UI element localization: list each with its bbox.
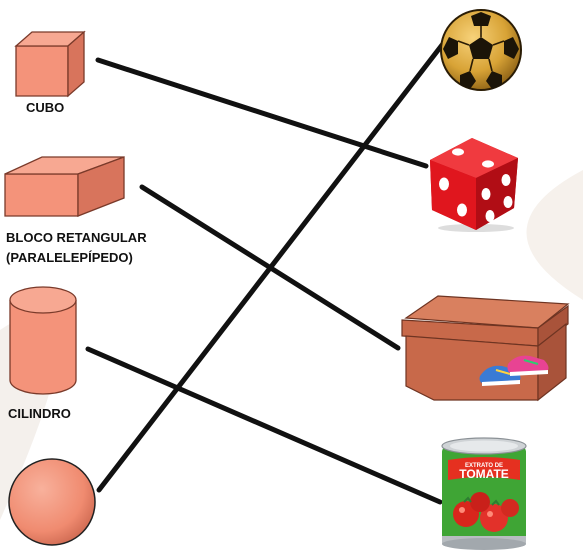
line-cylinder-can (85, 346, 443, 505)
shoe-box-icon (401, 295, 570, 402)
soccer-ball-icon (440, 9, 522, 91)
block-label-line1: BLOCO RETANGULAR (6, 230, 147, 245)
can-banner-small: EXTRATO DE (465, 463, 503, 469)
line-sphere-ball (96, 42, 445, 493)
cylinder-shape (9, 286, 77, 395)
tomatoes-icon (453, 492, 519, 532)
cylinder-label: CILINDRO (8, 406, 71, 421)
tomato-can-icon: EXTRATO DE TOMATE (441, 437, 527, 550)
rectangular-block-shape (4, 156, 125, 217)
line-cube-die (95, 57, 429, 169)
sphere-shape (8, 458, 96, 546)
sneakers-icon (479, 355, 549, 386)
can-banner-big: TOMATE (459, 467, 509, 481)
die-icon (430, 138, 518, 232)
cube-shape (14, 30, 86, 98)
block-label-line2: (PARALELEPÍPEDO) (6, 250, 133, 265)
cube-label: CUBO (26, 100, 65, 115)
